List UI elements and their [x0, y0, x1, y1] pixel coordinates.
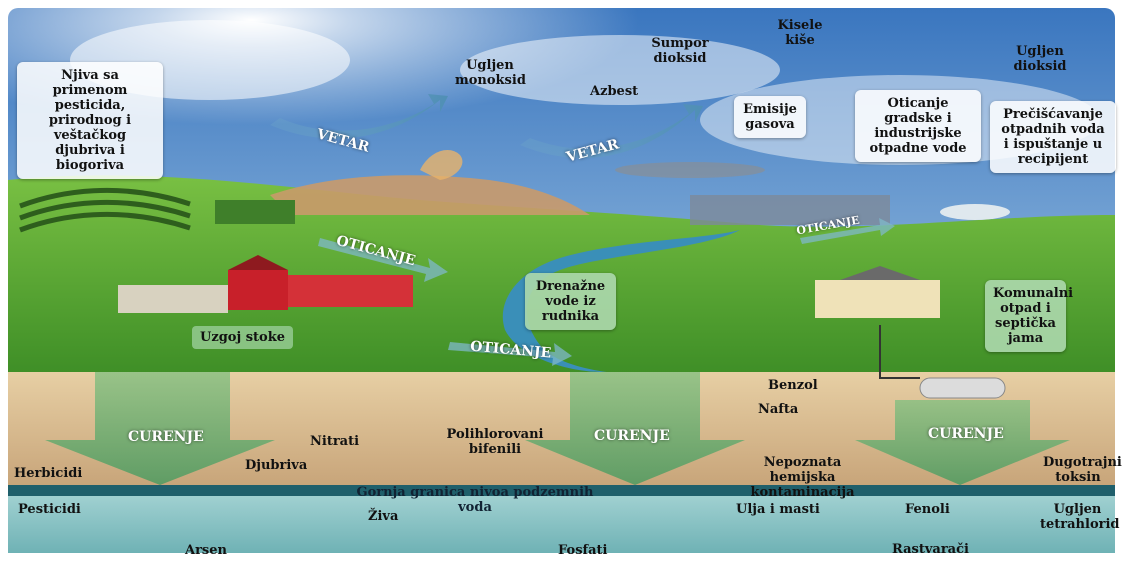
house: [815, 280, 940, 318]
persistent-toxin-label: Dugotrajni toksin: [1043, 455, 1122, 485]
leaching-label: CURENJE: [594, 428, 670, 444]
benzene-label: Benzol: [768, 378, 818, 393]
solvents-label: Rastvarači: [892, 542, 969, 557]
shed: [118, 285, 228, 313]
barn-roof: [228, 255, 288, 270]
wastewater-callout: Prečišćavanje otpadnih voda i ispuštanje…: [990, 101, 1116, 173]
mine-dust: [420, 150, 463, 180]
fertilizers-label: Djubriva: [245, 458, 308, 473]
oil-label: Nafta: [758, 402, 799, 417]
wind-arrow: [520, 104, 703, 159]
tractor: [215, 200, 295, 224]
acid-rain-label: Kisele kiše: [777, 18, 823, 48]
barn: [228, 270, 288, 310]
leaching-arrow: [525, 372, 745, 485]
leaching-arrow: [45, 372, 275, 485]
treatment-plant: [940, 204, 1010, 220]
herbicides-label: Herbicidi: [14, 466, 83, 481]
asbestos-label: Azbest: [590, 84, 639, 99]
septic-pipe: [879, 325, 920, 379]
mine-drainage-callout: Drenažne vode iz rudnika: [525, 273, 616, 330]
ccl4-label: Ugljen tetrahlorid: [1040, 502, 1120, 532]
phenols-label: Fenoli: [905, 502, 950, 517]
runoff-arrow: [318, 238, 448, 282]
so2-label: Sumpor dioksid: [651, 36, 709, 66]
pesticides-label: Pesticidi: [18, 502, 81, 517]
wind-arrow: [270, 94, 448, 139]
livestock-label: Uzgoj stoke: [192, 326, 293, 349]
field-rows: [19, 211, 191, 233]
phosphates-label: Fosfati: [558, 543, 608, 558]
water-table-label: Gornja granica nivoa podzemnih voda: [356, 485, 594, 515]
field-rows: [19, 187, 191, 209]
leaching-arrow: [855, 400, 1070, 485]
barn-long: [288, 275, 413, 307]
mercury-label: Živa: [368, 509, 399, 524]
river: [502, 230, 740, 375]
septic-callout: Komunalni otpad i septička jama: [985, 280, 1073, 352]
city-skyline: [690, 195, 890, 225]
unknown-contamination-label: Nepoznata hemijska kontaminacija: [750, 455, 855, 500]
house-roof: [840, 266, 920, 280]
runoff-arrow: [800, 218, 895, 244]
leaching-label: CURENJE: [928, 426, 1004, 442]
field-callout: Njiva sa primenom pesticida, prirodnog i…: [17, 62, 163, 179]
co2-label: Ugljen dioksid: [1013, 44, 1067, 74]
water-table-line: [8, 485, 1115, 496]
mine-mountain: [270, 175, 590, 215]
field-rows: [19, 199, 191, 221]
nitrates-label: Nitrati: [310, 434, 360, 449]
pcb-label: Polihlorovani bifenili: [446, 427, 544, 457]
septic-tank: [919, 377, 1006, 399]
co-label: Ugljen monoksid: [455, 58, 526, 88]
groundwater-layer: [8, 485, 1115, 553]
oils-label: Ulja i masti: [736, 502, 820, 517]
leaching-label: CURENJE: [128, 429, 204, 445]
urban-runoff-callout: Oticanje gradske i industrijske otpadne …: [855, 90, 981, 162]
runoff-arrow: [448, 342, 572, 366]
arsenic-label: Arsen: [185, 543, 227, 558]
emissions-callout: Emisije gasova: [734, 96, 806, 138]
smog: [615, 162, 765, 178]
cloud: [460, 35, 780, 105]
